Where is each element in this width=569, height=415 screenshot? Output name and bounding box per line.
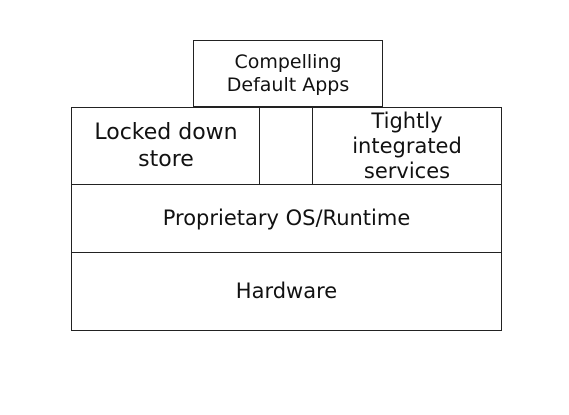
- store-layer: Locked down store: [71, 107, 261, 186]
- os-runtime-layer: Proprietary OS/Runtime: [71, 184, 502, 254]
- default-apps-label: Compelling Default Apps: [226, 50, 350, 96]
- os-runtime-label: Proprietary OS/Runtime: [162, 206, 411, 231]
- store-label: Locked down store: [94, 120, 238, 172]
- default-apps-layer: Compelling Default Apps: [193, 40, 383, 107]
- services-label: Tightly integrated services: [352, 108, 462, 184]
- hardware-label: Hardware: [235, 278, 338, 303]
- services-layer: Tightly integrated services: [312, 107, 502, 186]
- hardware-layer: Hardware: [71, 252, 502, 331]
- empty-middle-block: [259, 107, 314, 186]
